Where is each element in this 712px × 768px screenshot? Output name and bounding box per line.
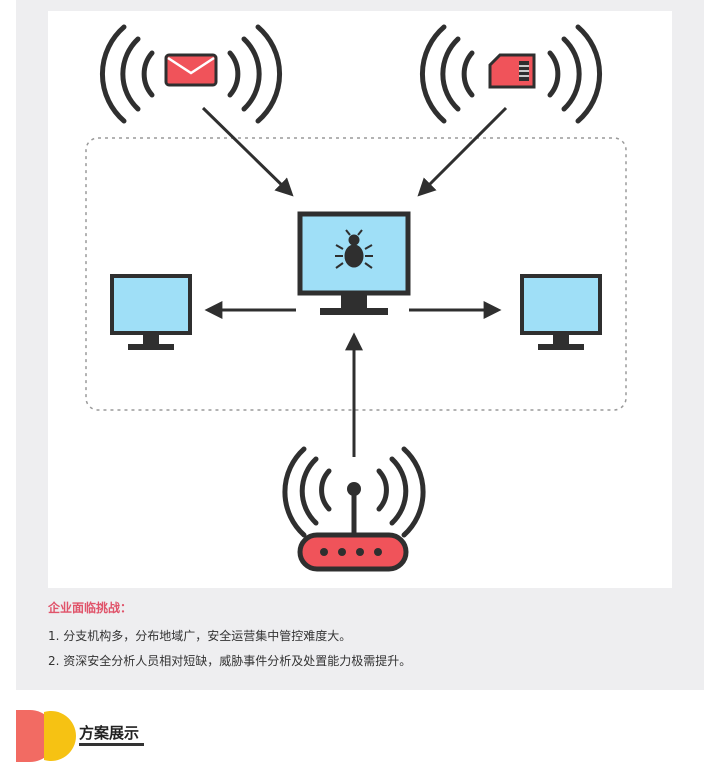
network-boundary xyxy=(85,137,627,411)
challenge-item: 1. 分支机构多，分布地域广，安全运营集中管控难度大。 xyxy=(48,629,352,643)
section-header xyxy=(16,710,316,762)
arrow-sd-to-pc xyxy=(417,106,508,197)
sd-card-icon xyxy=(488,53,536,89)
mail-source xyxy=(100,24,282,124)
bug-icon xyxy=(335,229,373,269)
section-logo xyxy=(16,710,76,762)
sd-card-source xyxy=(420,24,602,124)
challenges-title: 企业面临挑战： xyxy=(48,601,133,615)
computer-icon xyxy=(520,274,602,350)
section-title: 方案展示 xyxy=(79,724,140,742)
infected-computer-icon xyxy=(297,211,411,315)
challenge-item: 2. 资深安全分析人员相对短缺，威胁事件分析及处置能力极需提升。 xyxy=(48,654,412,668)
router-source xyxy=(282,446,426,572)
threat-diagram xyxy=(48,11,672,588)
arrow-mail-to-pc xyxy=(201,106,294,197)
router-icon xyxy=(297,482,409,572)
computer-icon xyxy=(110,274,192,350)
mail-icon xyxy=(164,53,218,87)
section-underline xyxy=(79,743,144,746)
